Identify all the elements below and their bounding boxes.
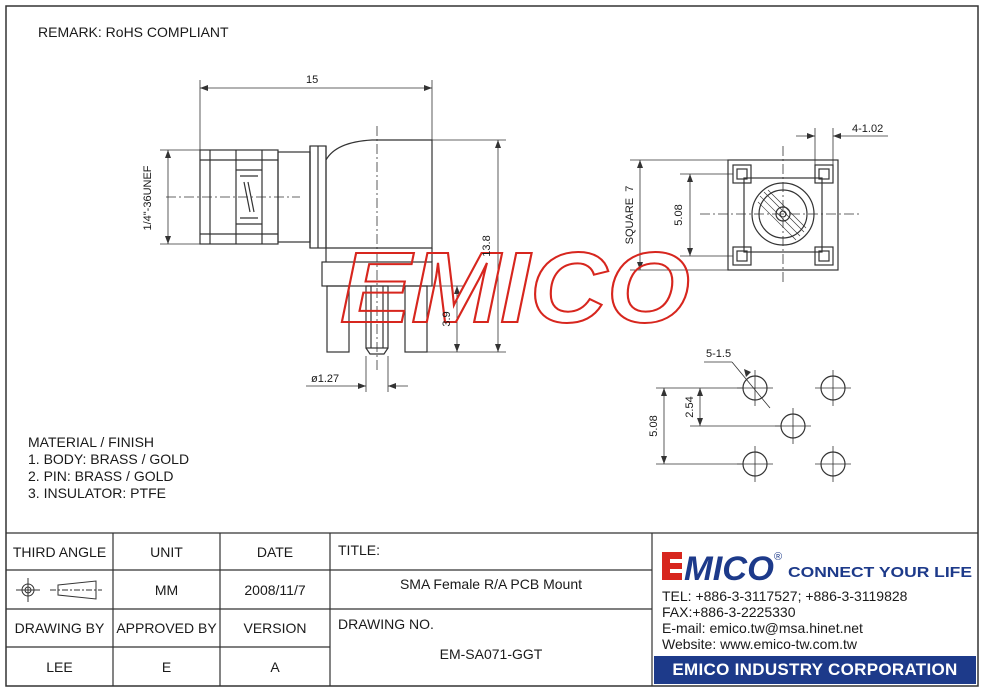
unit-value: MM [154, 581, 179, 598]
title-value: SMA Female R/A PCB Mount [399, 576, 583, 592]
version-value: A [270, 658, 280, 675]
date-label: DATE [256, 543, 294, 560]
company-fax: FAX:+886-3-2225330 [662, 604, 796, 620]
company-email: E-mail: emico.tw@msa.hinet.net [662, 620, 863, 636]
version-label: VERSION [243, 620, 307, 636]
dim-pad-spacing: 5.08 [673, 204, 685, 226]
material-list: MATERIAL / FINISH 1. BODY: BRASS / GOLD … [28, 434, 189, 502]
ground-pin-left [326, 285, 350, 353]
dim-hole-pitch: 2.54 [684, 396, 696, 418]
corner-pad-bl [732, 246, 752, 266]
dim-pin-dia: ø1.27 [311, 373, 340, 385]
date-value: 2008/11/7 [244, 581, 306, 598]
company-tel: TEL: +886-3-3117527; +886-3-3119828 [662, 588, 908, 604]
ground-pin-right [404, 285, 428, 353]
drawing-by-label: DRAWING BY [14, 620, 105, 636]
corner-pad-tr [814, 164, 834, 184]
third-angle-symbol [16, 578, 102, 602]
top-view [630, 128, 888, 282]
side-view [160, 80, 506, 392]
drawing-no-label: DRAWING NO. [338, 616, 434, 632]
company-name-banner: EMICO INDUSTRY CORPORATION [654, 656, 976, 684]
title-label: TITLE: [338, 542, 381, 558]
corner-pad-tl [732, 164, 752, 184]
logo-text: MICO [684, 550, 774, 586]
dim-square: SQUARE 7 [624, 185, 636, 245]
logo-tagline: CONNECT YOUR LIFE [788, 564, 972, 581]
dim-hole-dia: 5-1.5 [706, 348, 732, 360]
material-line-2: 2. PIN: BRASS / GOLD [28, 468, 174, 484]
company-contact: TEL: +886-3-3117527; +886-3-3119828 FAX:… [662, 588, 907, 652]
logo-registered: ® [774, 551, 782, 563]
right-angle-body [325, 139, 433, 249]
logo-e-block [662, 552, 682, 580]
third-angle-label: THIRD ANGLE [12, 543, 107, 560]
approved-by-value: E [161, 658, 172, 675]
approved-by-label: APPROVED BY [116, 620, 217, 636]
unit-label: UNIT [150, 543, 183, 560]
remark-text: REMARK: RoHS COMPLIANT [38, 24, 229, 40]
material-line-1: 1. BODY: BRASS / GOLD [28, 451, 190, 467]
material-heading: MATERIAL / FINISH [28, 434, 155, 450]
pcb-layout [656, 361, 851, 482]
company-logo: MICO ® CONNECT YOUR LIFE [660, 540, 976, 588]
watermark-text: EMICO [340, 250, 690, 330]
title-block-grid [6, 532, 978, 686]
company-website: Website: www.emico-tw.com.tw [662, 636, 858, 652]
corner-pad-br [814, 246, 834, 266]
watermark-logo: EMICO [330, 231, 700, 345]
dim-length: 15 [306, 74, 319, 86]
sheet-border [5, 5, 979, 687]
dim-corner-pad: 4-1.02 [852, 123, 884, 135]
drawing-by-value: LEE [46, 658, 73, 675]
dim-thread: 1/4"-36UNEF [142, 165, 154, 231]
material-line-3: 3. INSULATOR: PTFE [28, 485, 166, 501]
dim-hole-spacing: 5.08 [648, 415, 660, 437]
drawing-no-value: EM-SA071-GGT [439, 646, 543, 662]
dim-pin-length: 3.9 [441, 311, 453, 327]
dim-height: 13.8 [481, 235, 493, 257]
